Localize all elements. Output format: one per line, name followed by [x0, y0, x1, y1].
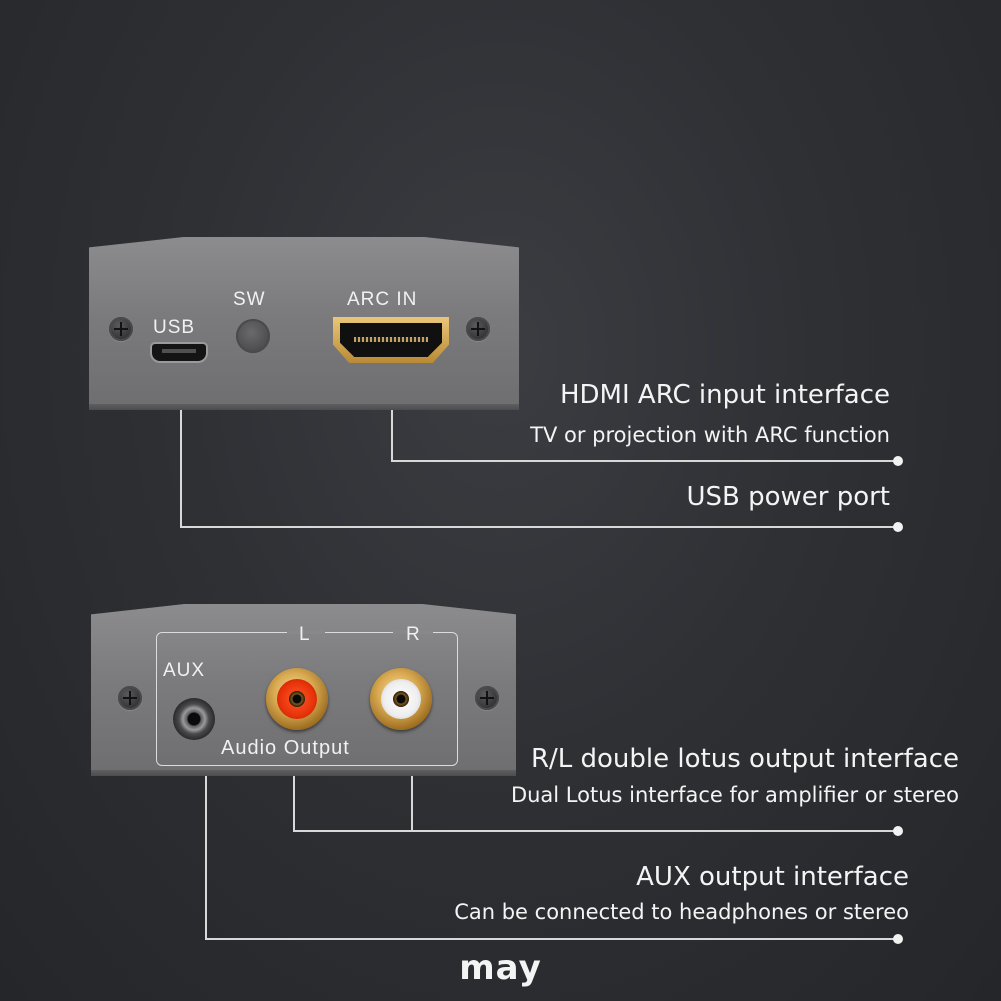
- device-top-panel: USB SW ARC IN: [89, 237, 519, 410]
- rl-callout-title: R/L double lotus output interface: [530, 744, 959, 774]
- usb-callout-line-vertical: [180, 410, 182, 527]
- aux-callout-title: AUX output interface: [636, 862, 909, 892]
- aux-callout-line-horizontal: [205, 938, 898, 940]
- frame-gap: [393, 630, 433, 634]
- screw-icon: [466, 317, 490, 341]
- sw-button: [236, 319, 270, 353]
- aux-callout-subtitle: Can be connected to headphones or stereo: [454, 900, 909, 924]
- panel-edge: [91, 770, 516, 776]
- frame-gap: [287, 630, 325, 634]
- usb-callout-dot: [893, 522, 903, 532]
- audio-output-label: Audio Output: [221, 737, 350, 759]
- rl-callout-subtitle: Dual Lotus interface for amplifier or st…: [510, 783, 959, 807]
- usb-label: USB: [153, 317, 196, 338]
- aux-jack: [173, 698, 215, 740]
- arc-in-label: ARC IN: [347, 289, 418, 310]
- sw-label: SW: [233, 289, 266, 310]
- hdmi-callout-subtitle: TV or projection with ARC function: [530, 423, 890, 447]
- panel-edge: [89, 404, 519, 410]
- device-bottom-panel: L R AUX Audio Output: [91, 604, 516, 776]
- screw-icon: [109, 317, 133, 341]
- rl-callout-line-left: [293, 776, 295, 831]
- micro-usb-port: [152, 344, 206, 361]
- rca-red-ring: [277, 679, 317, 719]
- aux-callout-line-vertical: [205, 776, 207, 939]
- left-channel-label: L: [299, 624, 311, 645]
- hdmi-callout-line-horizontal: [391, 460, 898, 462]
- rca-right-white-jack: [370, 668, 432, 730]
- aux-callout-dot: [893, 934, 903, 944]
- rca-left-red-jack: [266, 668, 328, 730]
- hdmi-callout-title: HDMI ARC input interface: [559, 380, 890, 410]
- screw-icon: [475, 686, 499, 710]
- hdmi-callout-dot: [893, 456, 903, 466]
- hdmi-port-opening: [340, 323, 442, 357]
- aux-label: AUX: [163, 660, 206, 681]
- usb-callout-title: USB power port: [686, 482, 890, 512]
- rl-callout-line-horizontal: [293, 830, 898, 832]
- right-channel-label: R: [406, 624, 421, 645]
- usb-callout-line-horizontal: [180, 526, 898, 528]
- rl-callout-dot: [893, 826, 903, 836]
- hdmi-callout-line-vertical: [391, 410, 393, 461]
- brand-watermark: may: [459, 948, 542, 988]
- rca-white-ring: [381, 679, 421, 719]
- screw-icon: [118, 686, 142, 710]
- rl-callout-line-right: [411, 776, 413, 831]
